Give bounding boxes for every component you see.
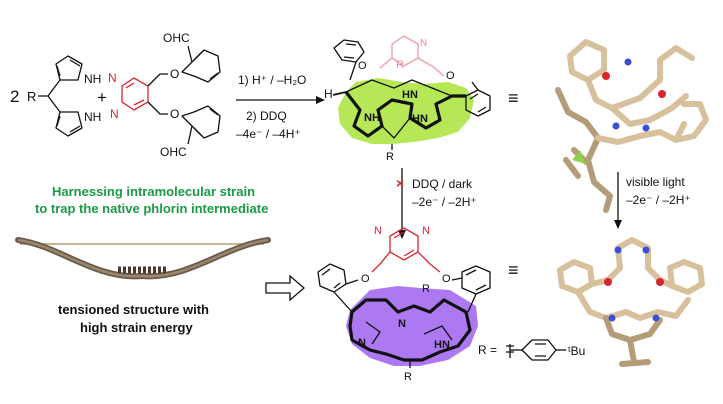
- bow-illustration: [15, 237, 271, 280]
- porphyrin-n-left: N: [358, 337, 366, 349]
- cho-top-label: OHC: [163, 31, 190, 45]
- bow-caption-line-1: tensioned structure with: [58, 302, 209, 317]
- phlorin-o-left: O: [358, 60, 367, 72]
- phlorin-sp3-h: H: [324, 87, 333, 101]
- porphyrin-hn-right: HN: [434, 339, 450, 351]
- phlorin-o-right: O: [446, 70, 455, 82]
- porphyrin-n-center: N: [398, 318, 406, 330]
- porphyrin-n-top-left: N: [374, 225, 382, 237]
- nh-bottom-label: NH: [84, 110, 101, 124]
- equiv-symbol-bottom: ≡: [508, 260, 519, 280]
- r-definition-prefix: R =: [478, 343, 497, 357]
- phlorin-3d-model: [555, 39, 709, 213]
- visible-light-arrow: visible light –2e⁻ / –2H⁺: [614, 172, 691, 229]
- reactant-coefficient: 2: [10, 87, 19, 106]
- r-definition: R = ᵗBu: [478, 339, 585, 361]
- porphyrin-r-top: R: [422, 283, 430, 295]
- headline-line-1: Harnessing intramolecular strain: [52, 184, 255, 199]
- dipyrromethane: 2 R NH NH: [10, 55, 101, 137]
- phlorin-r-bottom: R: [386, 151, 394, 163]
- blocked-label-2: –2e⁻ / –2H⁺: [412, 195, 477, 209]
- light-label-2: –2e⁻ / –2H⁺: [626, 193, 691, 207]
- pyrazine-dialdehyde: N N O O OHC OHC: [108, 31, 221, 159]
- phlorin-green-highlight: [338, 78, 474, 144]
- porphyrin-purple-highlight: [346, 286, 478, 366]
- condition-step-3: –4e⁻ / –4H⁺: [236, 127, 301, 141]
- phlorin-hn-top: HN: [402, 89, 418, 101]
- blocked-oxidation-arrow: × DDQ / dark –2e⁻ / –2H⁺: [396, 168, 477, 239]
- pyrazine-n-bottom: N: [110, 107, 119, 121]
- plus-sign: +: [97, 88, 107, 107]
- nh-top-label: NH: [84, 72, 101, 86]
- reaction-arrow-1: 1) H⁺ / –H₂O 2) DDQ –4e⁻ / –4H⁺: [236, 73, 325, 141]
- porphyrin-structure: N N O O R N HN N R: [317, 225, 491, 383]
- r-definition-tbu: ᵗBu: [568, 344, 585, 358]
- porphyrin-o-left: O: [361, 273, 370, 285]
- cho-bottom-label: OHC: [160, 145, 187, 159]
- light-label-1: visible light: [626, 175, 685, 189]
- r-group-label: R: [27, 89, 36, 104]
- phlorin-hn-right: HN: [412, 113, 428, 125]
- phlorin-r-top: R: [396, 59, 404, 71]
- porphyrin-o-right: O: [442, 273, 451, 285]
- equiv-symbol-top: ≡: [508, 88, 519, 108]
- ether-o-bottom: O: [170, 107, 179, 121]
- phlorin-nh-left: NH: [364, 112, 380, 124]
- pyrazine-n-top: N: [108, 71, 117, 85]
- porphyrin-3d-model: [557, 237, 705, 367]
- headline-line-2: to trap the native phlorin intermediate: [35, 201, 268, 216]
- porphyrin-n-top-right: N: [422, 225, 430, 237]
- ether-o-top: O: [170, 67, 179, 81]
- phlorin-structure: O N R O H NH HN HN R: [324, 35, 491, 163]
- blocked-mark: ×: [396, 175, 404, 191]
- condition-step-1: 1) H⁺ / –H₂O: [238, 73, 306, 87]
- phlorin-pyrazine-n: N: [420, 38, 427, 49]
- blocked-label-1: DDQ / dark: [412, 177, 473, 191]
- bow-caption-line-2: high strain energy: [80, 320, 193, 335]
- hollow-arrow: [265, 274, 305, 302]
- porphyrin-r-bottom: R: [404, 371, 412, 383]
- condition-step-2: 2) DDQ: [246, 109, 287, 123]
